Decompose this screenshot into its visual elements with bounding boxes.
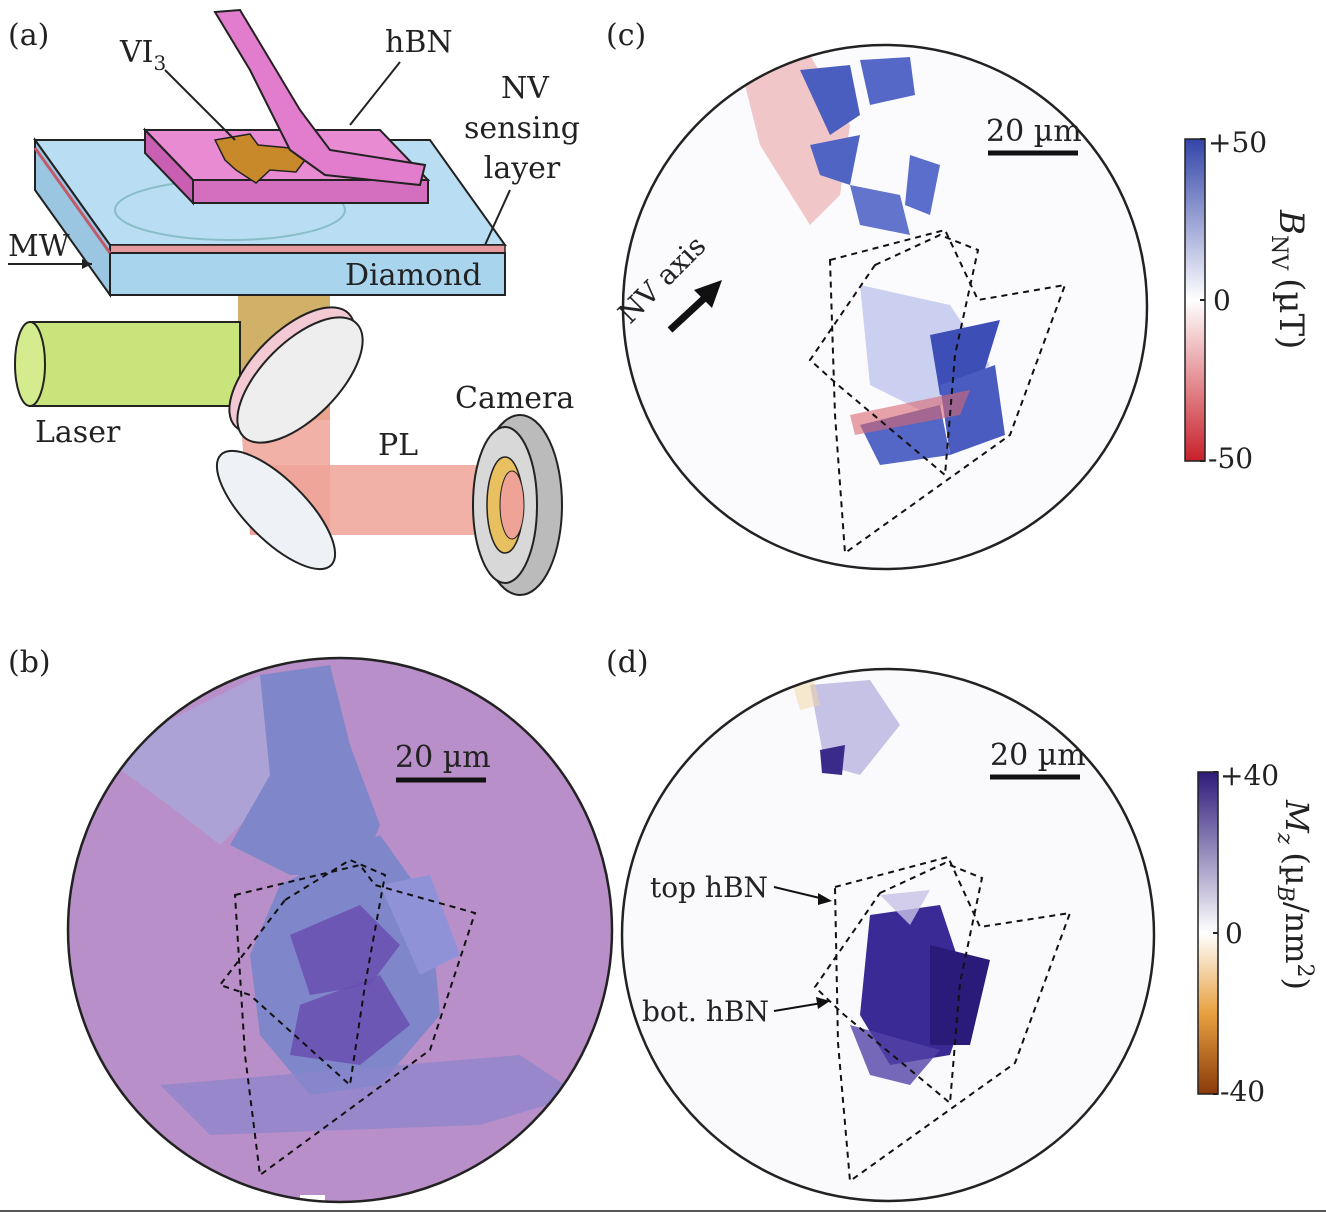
bottom-rule (0, 1210, 1326, 1212)
colorbar-d-title: Mz(µB/nm2) (1272, 799, 1317, 990)
panel-a-schematic: VI3 hBN NV sensing layer MW Diamond Lase… (8, 8, 580, 596)
nv-label-line3: layer (484, 151, 561, 186)
diamond-label: Diamond (345, 258, 482, 293)
colorbar-c-title: BNV(µT) (1266, 209, 1311, 349)
pl-label: PL (378, 428, 418, 463)
top-hbn-outline (233, 863, 477, 1177)
panel-b-optical-image: 20 µm (66, 656, 614, 1204)
camera-icon (472, 414, 563, 596)
bot-hbn-outline-d (813, 861, 984, 1105)
nv-label-line1: NV (501, 71, 550, 106)
panel-b-label: (b) (8, 645, 51, 680)
panel-d-label: (d) (606, 645, 649, 680)
hbn-ribbon (213, 8, 427, 187)
top-hbn-outline-d (833, 855, 1072, 1183)
lower-mirror (215, 449, 337, 571)
top-hbn-outline-c (828, 228, 1067, 555)
dichroic-mirror (228, 306, 364, 444)
colorbar-c (1184, 138, 1206, 462)
bot-hbn-outline-c (808, 233, 980, 478)
colorbar-c-min: -50 (1208, 442, 1253, 475)
hbn-label: hBN (385, 25, 453, 60)
scalebar-d-label: 20 µm (990, 738, 1086, 773)
laser-label: Laser (35, 415, 121, 450)
mw-label: MW (8, 229, 70, 264)
nv-axis-arrow (667, 280, 722, 333)
scalebar-b-label: 20 µm (395, 740, 491, 775)
panel-d-mz-map: top hBN bot. hBN 20 µm +40 0 -40 Mz(µB/n… (620, 667, 1317, 1203)
colorbar-c-max: +50 (1208, 126, 1267, 159)
colorbar-d (1197, 771, 1219, 1095)
top-hbn-label: top hBN (650, 871, 768, 904)
colorbar-c-mid: 0 (1213, 284, 1231, 317)
colorbar-d-min: -40 (1220, 1075, 1265, 1108)
colorbar-d-max: +40 (1220, 759, 1279, 792)
bot-hbn-outline (218, 858, 387, 1087)
panel-a-label: (a) (8, 18, 50, 53)
nv-label-line2: sensing (464, 111, 580, 146)
laser-cylinder (14, 321, 241, 407)
camera-label: Camera (455, 381, 574, 416)
panel-c-label: (c) (606, 18, 647, 53)
vi3-flake (213, 133, 307, 184)
panel-c-bnv-map: NV axis 20 µm +50 0 -50 BNV(µT) (612, 43, 1311, 571)
colorbar-d-mid: 0 (1225, 917, 1243, 950)
scalebar-c-label: 20 µm (986, 114, 1082, 149)
bot-hbn-label: bot. hBN (642, 995, 769, 1028)
vi3-label: VI3 (119, 35, 166, 75)
